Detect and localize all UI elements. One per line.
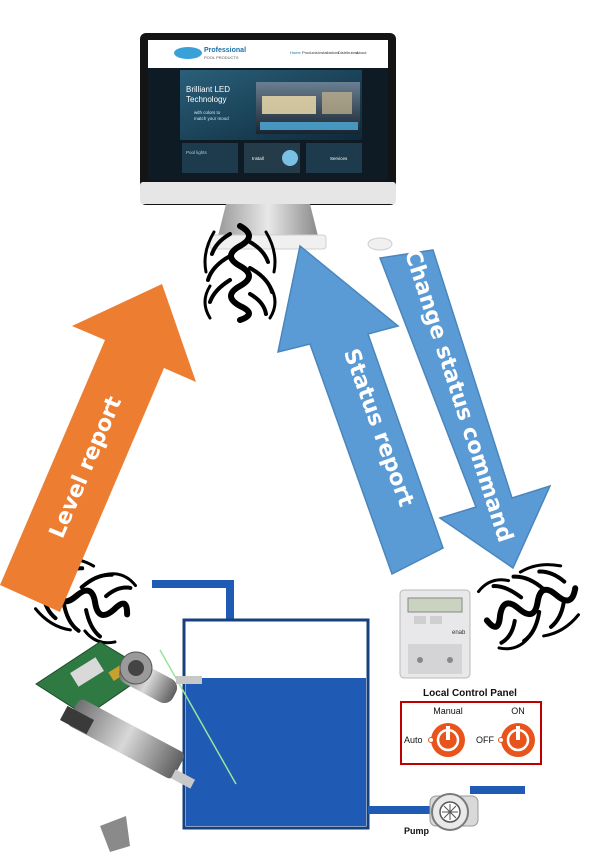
hero-title-line1: Brilliant LED [186, 85, 230, 94]
nav-home[interactable]: Home [290, 50, 301, 55]
level-sensors [35, 641, 202, 852]
tank-water [186, 678, 366, 826]
site-brand: Professional [204, 47, 246, 54]
control-panel-title: Local Control Panel [423, 688, 517, 699]
zwave-logo-meter [475, 555, 587, 653]
nav-products[interactable]: Products [302, 50, 318, 55]
site-brand-sub: POOL PRODUCTS [204, 55, 239, 60]
pump: Pump [404, 793, 479, 836]
hero-title-line2: Technology [186, 95, 226, 104]
nav-installations[interactable]: Installations [318, 50, 339, 55]
brand-logo-icon [174, 47, 202, 59]
site-tile-3-label: Services [330, 156, 348, 161]
site-tile-3[interactable] [306, 143, 362, 173]
nav-about[interactable]: About [356, 50, 367, 55]
website-screen: Professional POOL PRODUCTS Home Products… [148, 40, 388, 173]
on-label: ON [511, 706, 525, 716]
computer-monitor: Professional POOL PRODUCTS Home Products… [140, 33, 396, 251]
off-label: OFF [476, 735, 494, 745]
level-sensor-top [118, 651, 202, 704]
auto-label: Auto [404, 735, 423, 745]
mouse [367, 237, 393, 251]
water-tank [152, 580, 525, 830]
hero-sub-line1: with colors to [194, 110, 221, 115]
site-tile-2-label: Install [252, 156, 264, 161]
meter-brand-label: enab [452, 630, 466, 636]
site-tile-1-label: Pool lights [186, 150, 208, 155]
nav-distributors[interactable]: Distributors [338, 50, 358, 55]
energy-meter: enab [399, 589, 471, 679]
local-control-panel: Local Control Panel Manual ON Auto OFF [400, 688, 542, 765]
hero-sub-line2: match your mood [194, 116, 229, 121]
site-tile-1[interactable] [182, 143, 238, 173]
manual-label: Manual [433, 706, 463, 716]
manual-auto-switch[interactable] [428, 723, 466, 757]
level-report-arrow: Level report [0, 284, 196, 612]
level-sensor-bottom [60, 699, 196, 789]
on-off-switch[interactable] [498, 723, 536, 757]
cable-end [100, 816, 130, 852]
led-light-icon [282, 150, 298, 166]
pump-label: Pump [404, 826, 430, 836]
